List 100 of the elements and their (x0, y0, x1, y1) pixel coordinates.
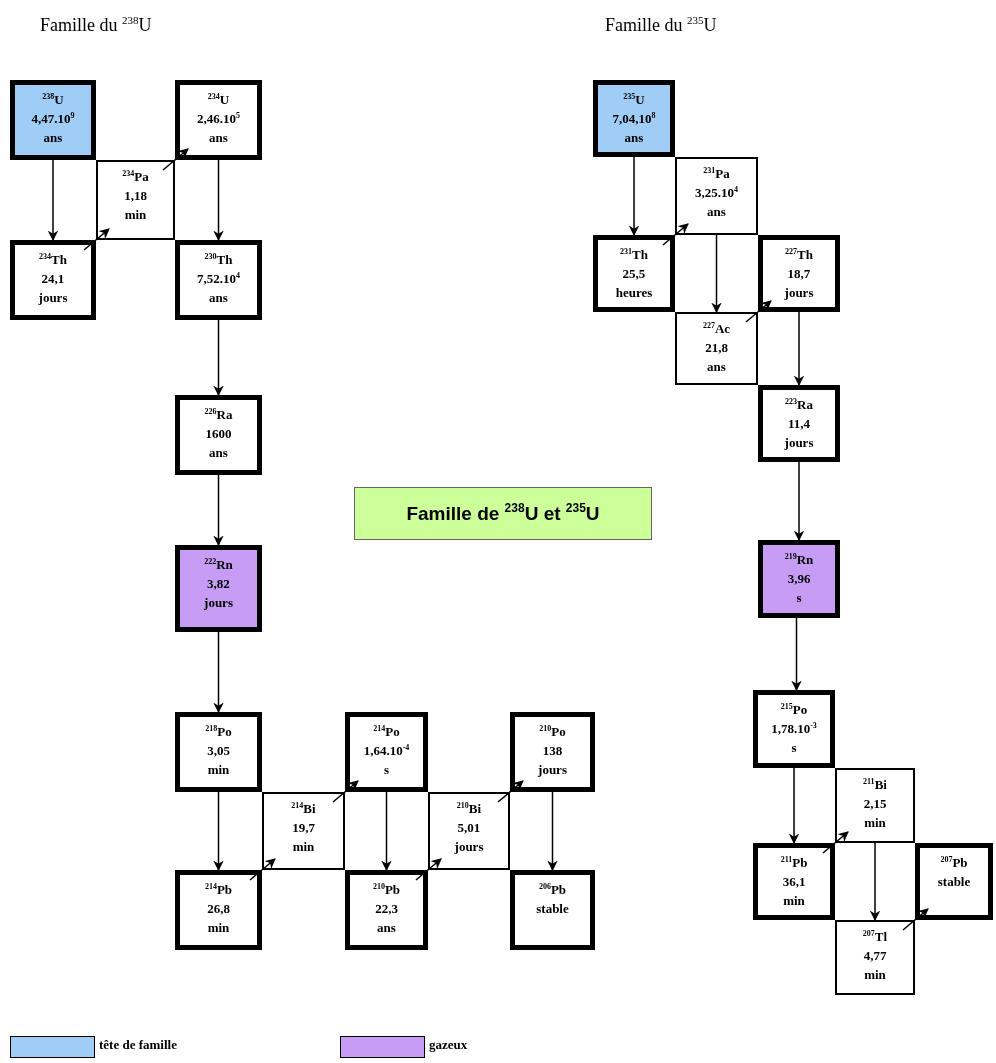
nuclide-symbol: $^{206}$Pb (538, 881, 567, 899)
nuclide-box (593, 80, 675, 157)
legend-label: tête de famille (99, 1037, 177, 1053)
decay-arrow (547, 791, 558, 872)
decay-box (428, 792, 510, 870)
nuclide-symbol: $^{211}$Bi (863, 776, 887, 794)
family-heading: Famille du $^{235}$U (605, 15, 717, 36)
half-life: 11,4 jours (784, 415, 814, 452)
decay-arrow (213, 159, 224, 242)
nuclide-box (510, 712, 595, 792)
half-life: 18,7 jours (784, 265, 814, 302)
nuclide-box (175, 870, 262, 950)
decay-arrow (213, 474, 224, 547)
decay-box (835, 768, 915, 843)
nuclide-symbol: $^{219}$Rn (784, 551, 814, 569)
decay-arrow (711, 234, 722, 314)
nuclide-box (758, 235, 840, 312)
title-box (354, 487, 652, 540)
decay-arrow (628, 156, 640, 237)
decay-arrow (213, 791, 224, 872)
half-life: 24,1 jours (38, 270, 68, 307)
half-life: stable (536, 900, 569, 918)
half-life: 2,46.10$^{5}$ ans (197, 110, 240, 147)
decay-box (96, 160, 175, 240)
nuclide-symbol: $^{218}$Po (205, 723, 232, 741)
nuclide-symbol: $^{231}$Pa (703, 165, 730, 183)
nuclide-box (345, 712, 428, 792)
decay-box (262, 792, 345, 870)
nuclide-symbol: $^{210}$Po (539, 723, 566, 741)
nuclide-box (753, 690, 835, 768)
nuclide-symbol: $^{238}$U (42, 91, 64, 109)
half-life: 138 jours (538, 742, 567, 779)
nuclide-symbol: $^{211}$Pb (780, 854, 808, 872)
half-life: 5,01 jours (454, 819, 484, 856)
nuclide-symbol: $^{210}$Pb (372, 881, 401, 899)
nuclide-symbol: $^{214}$Pb (204, 881, 233, 899)
nuclide-symbol: $^{207}$Pb (940, 854, 968, 872)
half-life: 1,18 min (124, 187, 147, 224)
half-life: 19,7 min (292, 819, 315, 856)
half-life: 3,05 min (207, 742, 230, 779)
half-life: stable (937, 873, 971, 891)
half-life: 1,64.10$^{-4}$ s (363, 742, 410, 779)
nuclide-box (175, 240, 262, 320)
nuclide-symbol: $^{231}$Th (620, 246, 648, 264)
decay-box (675, 312, 758, 385)
nuclide-symbol: $^{235}$U (623, 91, 645, 109)
decay-arrow (213, 319, 224, 397)
nuclide-symbol: $^{207}$Tl (862, 928, 888, 946)
decay-arrow (788, 767, 800, 845)
nuclide-symbol: $^{214}$Bi (291, 800, 316, 818)
half-life: 3,96 s (787, 570, 811, 607)
half-life: 7,52.10$^{4}$ ans (197, 270, 240, 307)
nuclide-symbol: $^{215}$Po (780, 701, 808, 719)
half-life: 25,5 heures (615, 265, 653, 302)
nuclide-symbol: $^{226}$Ra (204, 406, 233, 424)
nuclide-box (593, 235, 675, 312)
nuclide-box (758, 385, 840, 462)
nuclide-box (175, 545, 262, 632)
half-life: 7,04,10$^{8}$ ans (612, 110, 656, 147)
nuclide-box (10, 80, 96, 160)
nuclide-symbol: $^{222}$Rn (204, 556, 233, 574)
nuclide-box (10, 240, 96, 320)
decay-arrow (793, 311, 805, 387)
half-life: 36,1 min (782, 873, 806, 910)
decay-arrow (869, 842, 881, 922)
half-life: 1,78.10$^{-3}$ s (771, 720, 817, 757)
half-life: 3,25.10$^{4}$ ans (695, 184, 738, 221)
nuclide-box (345, 870, 428, 950)
decay-arrow (793, 461, 805, 542)
half-life: 21,8 ans (705, 339, 728, 376)
nuclide-symbol: $^{227}$Ac (702, 320, 731, 338)
decay-arrow (381, 791, 392, 872)
family-heading: Famille du $^{238}$U (40, 15, 152, 36)
nuclide-box (175, 395, 262, 475)
nuclide-box (915, 843, 993, 920)
nuclide-symbol: $^{230}$Th (204, 251, 233, 269)
nuclide-symbol: $^{214}$Po (373, 723, 400, 741)
nuclide-symbol: $^{210}$Bi (456, 800, 482, 818)
nuclide-symbol: $^{223}$Ra (785, 396, 813, 414)
nuclide-symbol: $^{227}$Th (785, 246, 813, 264)
nuclide-box (175, 80, 262, 160)
decay-arrow (213, 631, 224, 714)
half-life: 26,8 min (207, 900, 230, 937)
half-life: 2,15 min (863, 795, 887, 832)
decay-box (675, 157, 758, 235)
half-life: 3,82 jours (204, 575, 233, 612)
nuclide-symbol: $^{234}$U (207, 91, 230, 109)
nuclide-symbol: $^{234}$Pa (122, 168, 149, 186)
nuclide-symbol: $^{234}$Th (39, 251, 67, 269)
half-life: 1600 ans (205, 425, 232, 462)
title-text: Famille de $^{238}$U et $^{235}$U (406, 504, 600, 523)
half-life: 4,47.10$^{9}$ ans (31, 110, 75, 147)
decay-arrow (791, 617, 802, 692)
decay-arrow (47, 159, 59, 242)
nuclide-box (753, 843, 835, 920)
nuclide-box (758, 540, 840, 618)
legend-label: gazeux (429, 1037, 468, 1053)
decay-box (835, 920, 915, 995)
nuclide-box (510, 870, 595, 950)
half-life: 22,3 ans (375, 900, 398, 937)
